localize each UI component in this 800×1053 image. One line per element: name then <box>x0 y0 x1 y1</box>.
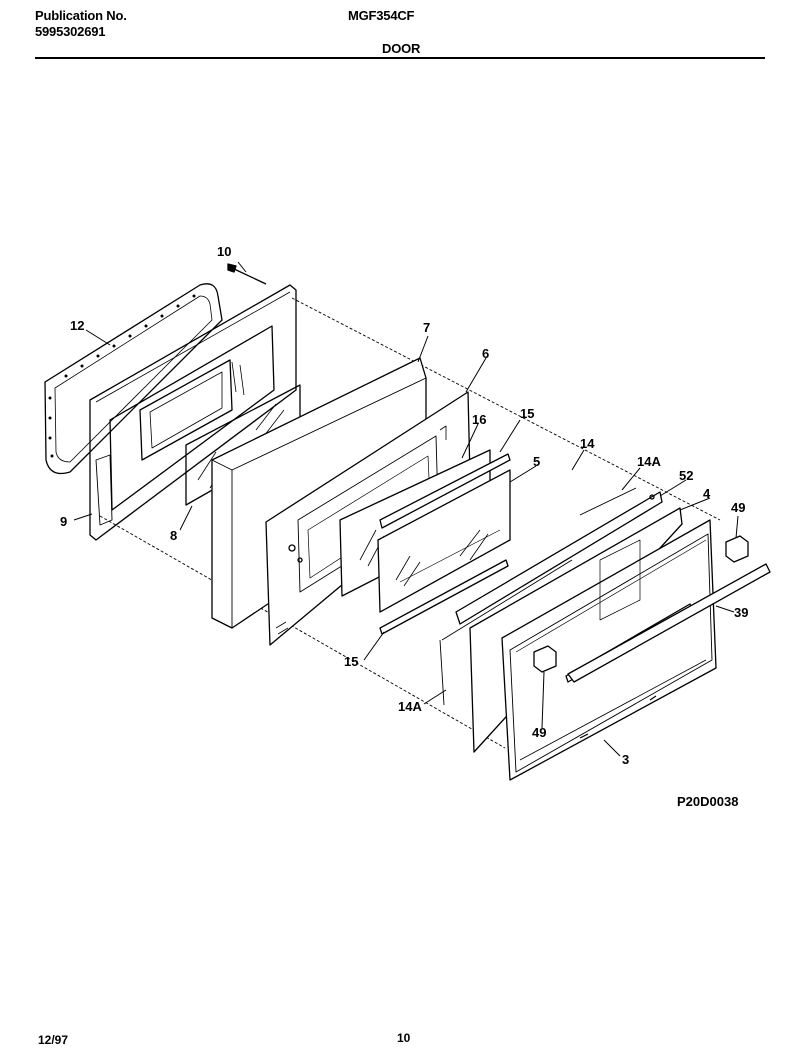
part-14-insulation <box>441 559 573 641</box>
footer-page-number: 10 <box>397 1031 411 1045</box>
part-15-retainer-top <box>379 453 511 529</box>
part-52-channel <box>455 491 663 625</box>
label-10: 10 <box>217 244 231 259</box>
publication-label: Publication No. <box>35 8 127 23</box>
figure-code: P20D0038 <box>677 794 738 809</box>
part-49-end-cap-top <box>725 535 749 563</box>
part-15-retainer-bottom <box>379 559 509 635</box>
section-title: DOOR <box>382 41 421 56</box>
label-5: 5 <box>533 454 540 469</box>
label-4: 4 <box>703 486 711 501</box>
publication-number: 5995302691 <box>35 24 106 39</box>
label-49-bottom: 49 <box>532 725 546 740</box>
label-15-top: 15 <box>520 406 534 421</box>
label-6: 6 <box>482 346 489 361</box>
alignment-guides <box>99 297 721 749</box>
label-3: 3 <box>622 752 629 767</box>
part-labels: 10 12 9 8 7 6 16 15 5 14 14A 52 4 49 39 … <box>60 244 748 809</box>
label-8: 8 <box>170 528 177 543</box>
part-12-gasket <box>44 283 223 475</box>
footer-date: 12/97 <box>38 1033 69 1047</box>
model-number: MGF354CF <box>348 8 415 23</box>
label-39: 39 <box>734 605 748 620</box>
label-12: 12 <box>70 318 84 333</box>
label-16: 16 <box>472 412 486 427</box>
part-49-end-cap-bottom <box>533 645 557 673</box>
label-14: 14 <box>580 436 595 451</box>
label-15-bottom: 15 <box>344 654 358 669</box>
label-52: 52 <box>679 468 693 483</box>
part-39-handle <box>567 563 771 683</box>
part-9-inner-door-frame <box>89 284 297 541</box>
header-rule <box>35 57 765 59</box>
part-14a-insulation-pads <box>439 487 637 706</box>
label-49-top: 49 <box>731 500 745 515</box>
part-5-outer-glass <box>377 469 511 613</box>
label-14a-bottom: 14A <box>398 699 422 714</box>
leader-lines <box>73 261 739 757</box>
label-14a-top: 14A <box>637 454 661 469</box>
part-10-screw <box>227 263 267 285</box>
label-7: 7 <box>423 320 430 335</box>
label-9: 9 <box>60 514 67 529</box>
